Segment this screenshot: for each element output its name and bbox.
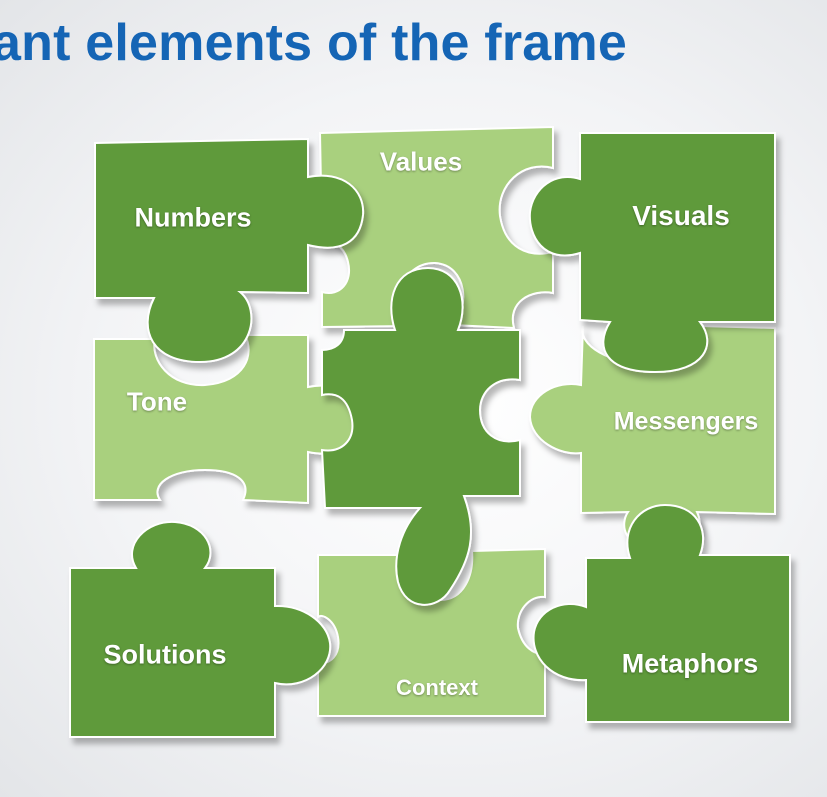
- puzzle-piece-metaphors: [532, 503, 791, 723]
- puzzle-piece-tone: [93, 334, 362, 505]
- piece-label-numbers: Numbers: [134, 202, 252, 233]
- piece-label-messengers: Messengers: [613, 407, 759, 436]
- piece-label-context: Context: [396, 675, 478, 700]
- piece-label-visuals: Visuals: [632, 200, 730, 231]
- piece-label-metaphors: Metaphors: [621, 648, 759, 679]
- puzzle-piece-visuals: [528, 132, 776, 374]
- puzzle-piece-solutions: [69, 520, 332, 738]
- piece-label-values: Values: [379, 146, 463, 177]
- slide-title: ant elements of the frame: [0, 14, 627, 72]
- piece-label-solutions: Solutions: [103, 639, 227, 670]
- piece-label-tone: Tone: [126, 386, 188, 417]
- puzzle-piece-center: [320, 266, 521, 606]
- puzzle-piece-numbers: [94, 137, 365, 364]
